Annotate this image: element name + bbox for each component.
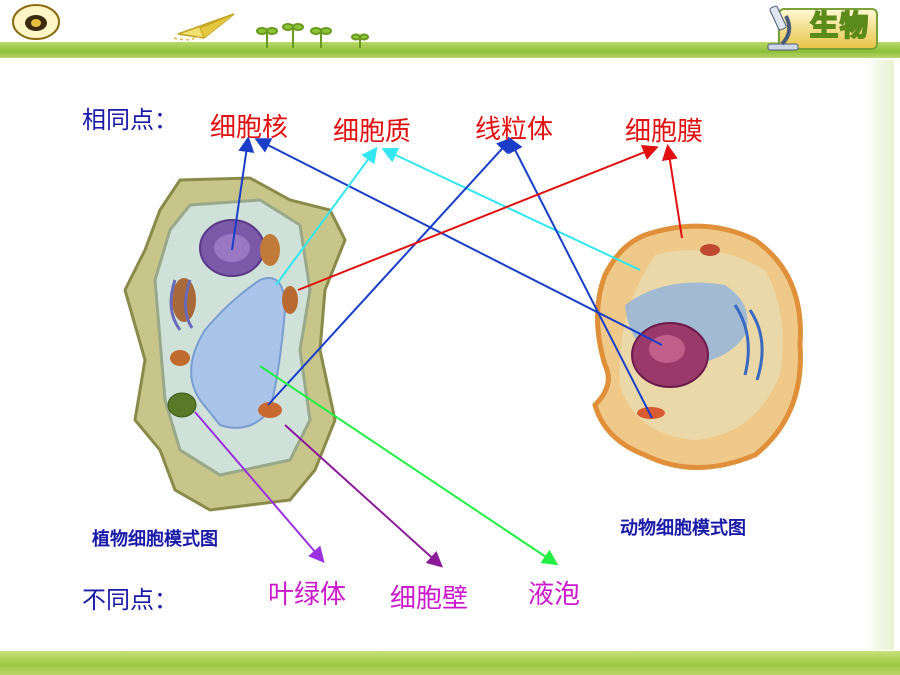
school-logo-icon [12, 4, 60, 40]
illustration-shape [266, 27, 278, 35]
header-bar [0, 42, 900, 58]
arrow-membrane-animal [661, 144, 683, 239]
microscope-icon [767, 5, 799, 51]
sprout-icon [256, 23, 369, 48]
arrow-vacuole [259, 365, 559, 566]
arrow-cytoplasm-animal [381, 147, 641, 271]
illustration-shape [320, 27, 332, 35]
illustration-shape [256, 23, 369, 48]
subject-badge [778, 8, 878, 50]
label-cell-membrane: 细胞膜 [625, 117, 704, 147]
footer-bar [0, 651, 900, 675]
different-points-heading: 不同点： [82, 586, 178, 614]
label-mitochondria: 线粒体 [475, 115, 554, 145]
illustration-shape [172, 278, 196, 322]
arrow-membrane-plant [297, 145, 659, 291]
illustration-shape [167, 392, 197, 418]
label-nucleus: 细胞核 [210, 113, 289, 143]
label-chloroplast: 叶绿体 [268, 580, 347, 610]
illustration-shape [199, 13, 235, 39]
illustration-shape [637, 407, 665, 419]
side-stripe [868, 60, 894, 650]
arrow-cytoplasm-plant [275, 146, 378, 286]
illustration-shape [359, 33, 369, 41]
plant-cell-image [123, 176, 347, 512]
illustration-shape [733, 304, 764, 381]
animal-cell-caption: 动物细胞模式图 [620, 518, 746, 539]
label-vacuole: 液泡 [528, 580, 581, 610]
arrow-mito-plant [267, 137, 513, 406]
illustration-shape [258, 402, 282, 418]
plant-cell-caption: 植物细胞模式图 [92, 529, 218, 550]
arrow-chloroplast [194, 411, 325, 564]
illustration-shape [169, 279, 194, 331]
illustration-shape [780, 15, 792, 46]
same-points-heading: 相同点： [82, 106, 178, 134]
illustration-shape [769, 5, 787, 31]
arrow-nucleus-plant [231, 136, 255, 251]
arrow-mito-animal [508, 136, 653, 419]
illustration-shape [282, 286, 298, 314]
illustration-shape [700, 244, 720, 256]
arrow-cell-wall [284, 424, 443, 568]
subject-title: 生物 [809, 9, 871, 42]
paper-plane-icon [173, 13, 235, 41]
illustration-shape [31, 19, 41, 27]
label-cell-wall: 细胞壁 [390, 584, 469, 614]
illustration-shape [292, 23, 304, 31]
label-cytoplasm: 细胞质 [333, 117, 412, 147]
illustration-shape [173, 35, 201, 41]
arrow-nucleus-animal [254, 138, 663, 346]
illustration-shape [260, 234, 280, 266]
illustration-shape [170, 350, 190, 366]
